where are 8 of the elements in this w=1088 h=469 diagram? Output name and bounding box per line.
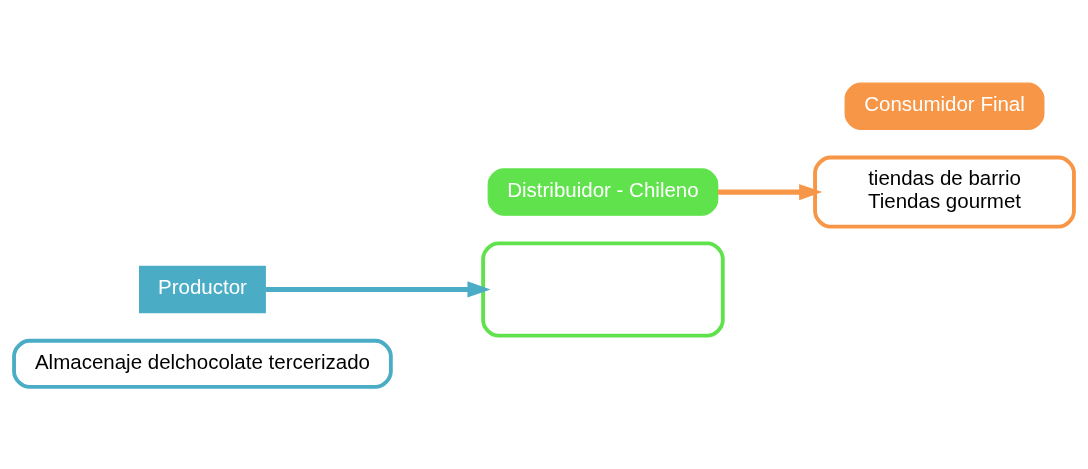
arrow	[718, 183, 823, 200]
node-box: Almacenaje delchocolate tercerizado	[12, 338, 393, 389]
node-box: Consumidor Final	[844, 82, 1045, 130]
node-box: Distribuidor - Chileno	[487, 167, 719, 216]
node-box: Productor	[139, 265, 266, 313]
node-box: tiendas de barrio Tiendas gourmet	[813, 155, 1076, 229]
node-box	[481, 240, 725, 338]
arrow	[265, 280, 491, 298]
